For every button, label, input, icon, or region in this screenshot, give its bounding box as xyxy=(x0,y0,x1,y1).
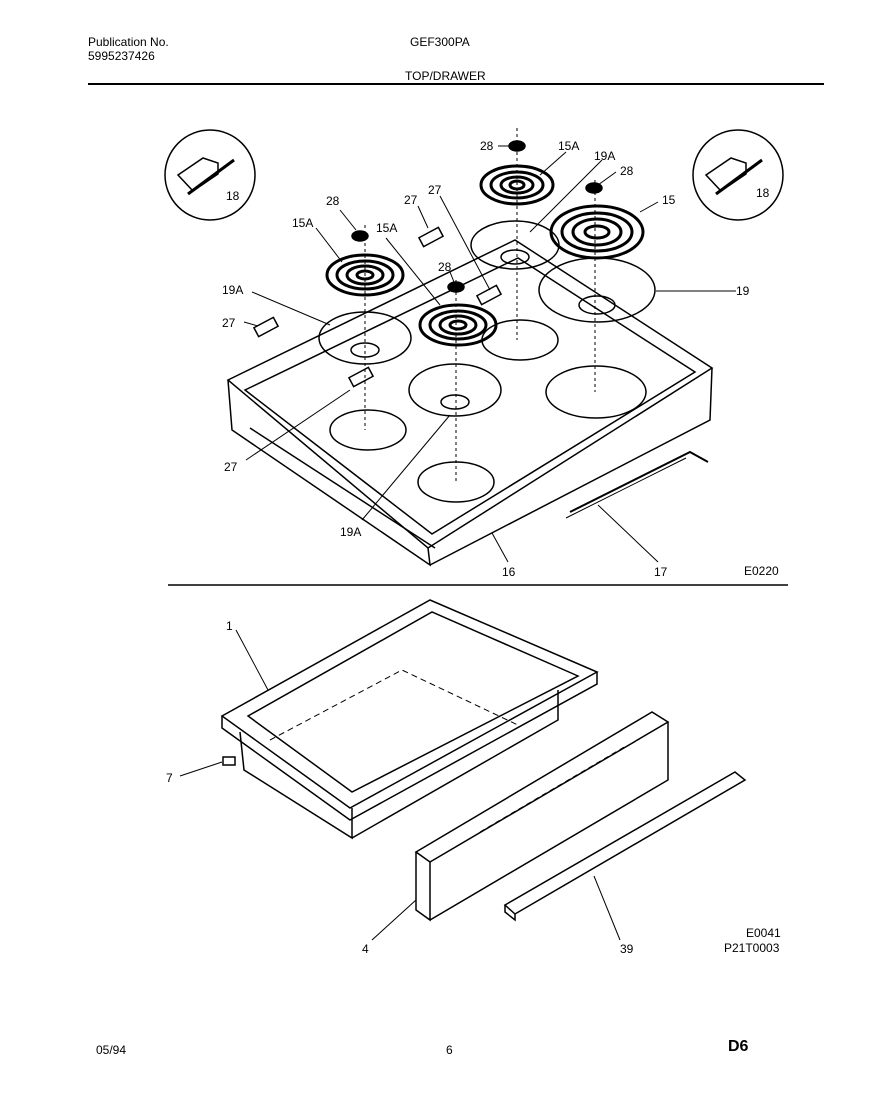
page-number: 6 xyxy=(446,1043,453,1057)
detail-circle-left xyxy=(164,129,256,221)
drip-bowl-19 xyxy=(538,257,656,323)
footer-code: D6 xyxy=(728,1038,749,1055)
drawer-body xyxy=(220,599,599,840)
callout-27-d: 27 xyxy=(224,460,238,474)
callout-18-right: 18 xyxy=(756,186,770,200)
top-callouts: 28 15A 19A 28 15 28 27 27 15A 15A 28 19 … xyxy=(222,139,779,579)
callout-15: 15 xyxy=(662,193,676,207)
footer-date: 05/94 xyxy=(96,1043,127,1057)
callout-15a-c: 15A xyxy=(376,221,397,235)
callout-17: 17 xyxy=(654,565,668,579)
callout-28-b: 28 xyxy=(620,164,634,178)
bottom-callouts: 1 7 4 39 E0041 P21T0003 xyxy=(166,619,781,956)
bottom-diagram-ref: P21T0003 xyxy=(724,941,780,955)
callout-39: 39 xyxy=(620,942,634,956)
cooktop-top xyxy=(226,239,714,567)
callout-19a-b: 19A xyxy=(222,283,243,297)
publication-number: 5995237426 xyxy=(88,49,155,63)
model-number: GEF300PA xyxy=(410,35,470,49)
top-diagram-code: E0220 xyxy=(744,564,779,578)
callout-28-a: 28 xyxy=(480,139,494,153)
callout-15a-b: 15A xyxy=(292,216,313,230)
callout-16: 16 xyxy=(502,565,516,579)
callout-1: 1 xyxy=(226,619,233,633)
coil-element-15 xyxy=(549,204,645,260)
drip-bowl-19a-back xyxy=(470,220,560,270)
callout-19a-c: 19A xyxy=(340,525,361,539)
callout-27-a: 27 xyxy=(404,193,418,207)
publication-label: Publication No. xyxy=(88,35,169,49)
bottom-diagram-code: E0041 xyxy=(746,926,781,940)
drawer-front xyxy=(414,711,670,922)
drip-bowl-19a-left xyxy=(318,311,412,365)
callout-28-c: 28 xyxy=(326,194,340,208)
detail-circle-right xyxy=(692,129,784,221)
section-title: TOP/DRAWER xyxy=(405,69,486,83)
callout-28-d: 28 xyxy=(438,260,452,274)
callout-27-b: 27 xyxy=(428,183,442,197)
drip-bowl-19a-front xyxy=(408,363,502,417)
callout-27-c: 27 xyxy=(222,316,236,330)
callout-7: 7 xyxy=(166,771,173,785)
callout-19: 19 xyxy=(736,284,750,298)
callout-15a-a: 15A xyxy=(558,139,579,153)
callout-19a-a: 19A xyxy=(594,149,615,163)
callout-4: 4 xyxy=(362,942,369,956)
coil-element-15a-front xyxy=(418,303,498,347)
callout-18-left: 18 xyxy=(226,189,240,203)
